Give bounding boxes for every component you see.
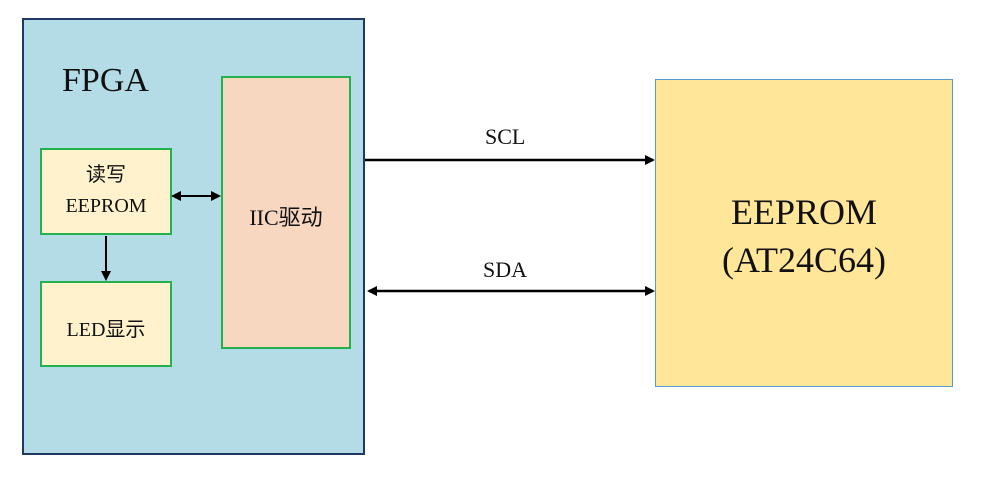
read-write-line1: 读写 [86,164,126,186]
led-display-block: LED显示 [40,281,172,367]
sda-label: SDA [483,257,528,282]
eeprom-block: EEPROM (AT24C64) [655,79,953,387]
led-display-label: LED显示 [66,319,146,341]
fpga-label: FPGA [62,62,149,99]
read-write-line2: EEPROM [65,195,147,217]
eeprom-line2: (AT24C64) [722,240,886,280]
iic-driver-block: IIC驱动 [221,76,351,349]
eeprom-line1: EEPROM [730,192,878,232]
read-write-label: 读写 EEPROM [42,160,170,222]
scl-label: SCL [485,124,526,149]
iic-driver-label: IIC驱动 [249,205,323,230]
eeprom-label: EEPROM (AT24C64) [656,188,952,284]
